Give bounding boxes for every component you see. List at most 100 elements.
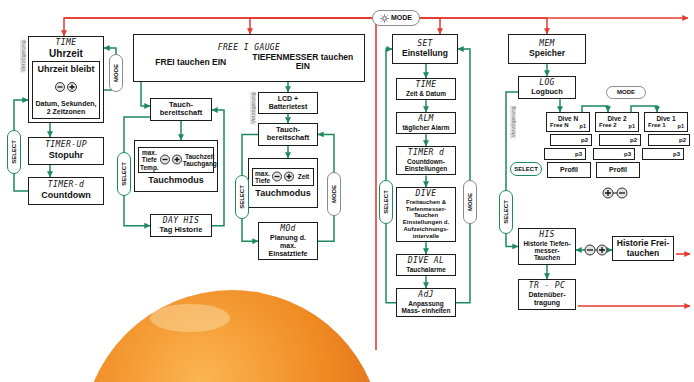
lcd-label: TIME — [32, 39, 100, 48]
node-text: Uhrzeit — [32, 48, 100, 59]
note-label: Verzögerung — [20, 39, 26, 72]
button-oval: SELECT — [235, 175, 249, 219]
page-card: p2 — [648, 134, 690, 146]
node-text: LCD + Batterietest — [262, 95, 314, 111]
button-label: SELECT — [11, 140, 18, 164]
note-label: Verzögerung — [510, 105, 516, 138]
button-pair — [271, 171, 295, 182]
button-oval: SELECT — [379, 180, 393, 224]
button-label: SELECT — [121, 162, 128, 186]
menu-box: TR - PCDatenüber- tragung — [518, 279, 576, 310]
button-pair — [585, 245, 607, 255]
menu-box: TIMER dCountdown- Einstellungen — [396, 146, 456, 175]
menu-box: MEMSpeicher — [508, 34, 586, 64]
minus-button — [160, 155, 169, 164]
button-label: MODE — [391, 14, 412, 22]
minus-sign — [58, 87, 63, 88]
mode-line — [578, 305, 690, 307]
connector-arrow — [287, 146, 289, 158]
node-text: p3 — [646, 151, 680, 158]
plus-button — [285, 172, 294, 181]
connector-arrow — [141, 82, 150, 106]
button-oval: MODE — [109, 54, 123, 92]
minus-button — [617, 188, 627, 198]
node-text: max. Tiefe — [254, 170, 271, 185]
node-text: Anpassung Mass- einheiten — [400, 300, 452, 315]
lcd-label: DIVE — [400, 190, 452, 199]
button-label: SELECT — [514, 166, 538, 173]
text-row: Free Np1 — [550, 122, 586, 129]
node-text: Free 1 — [648, 122, 666, 129]
button-label: SELECT — [503, 200, 510, 224]
node-text: p2 — [554, 137, 588, 144]
plus-button — [597, 245, 607, 255]
node-text: Historie Tiefen- messer- Tauchen — [522, 240, 572, 262]
lcd-label: MEM — [512, 40, 582, 49]
node-text: FREI tauchen EIN — [139, 58, 242, 68]
node-text: Countdown — [32, 190, 100, 200]
page-card: p2 — [599, 134, 641, 146]
menu-box: AdJAnpassung Mass- einheiten — [396, 288, 456, 317]
inner-box: Uhrzeit bleibtDatum, Sekunden, 2 Zeitzon… — [32, 61, 100, 119]
button-label: MODE — [617, 89, 635, 96]
menu-box: DIVE ALTauchalarme — [396, 254, 456, 276]
menu-box: max. Tiefe Temp. Tauchzeit TauchgangTauch… — [134, 140, 218, 192]
button-pair — [54, 75, 78, 99]
minus-button — [56, 83, 65, 92]
menu-box: Tauch- bereitschaft — [150, 98, 212, 121]
plus-sign — [599, 247, 605, 253]
node-text: Dive 1 — [648, 115, 684, 122]
menu-box: TIMER-UPStopuhr — [28, 137, 104, 165]
node-text: Datum, Sekunden, 2 Zeitzonen — [35, 100, 97, 116]
lcd-label: FREE I GAUGE — [137, 44, 361, 53]
node-text: Uhrzeit bleibt — [35, 64, 97, 74]
menu-box: MOdPlanung d. max. Einsatztiefe — [258, 222, 318, 260]
node-text: Tauchzeit Tauchgang — [183, 153, 217, 168]
menu-box: Profil — [596, 162, 640, 178]
orange-illustration — [82, 290, 382, 382]
node-text: Tauchalarme — [400, 266, 452, 273]
menu-box: DIVEFreitauchen & Tiefenmesser- Tauchen … — [396, 187, 456, 242]
node-text: Countdown- Einstellungen — [400, 158, 452, 173]
text-row: Free 1p1 — [648, 122, 684, 129]
node-text: Speicher — [512, 49, 582, 59]
node-text: Free 2 — [599, 122, 617, 129]
node-text: Free N — [550, 122, 569, 129]
minus-sign — [587, 249, 593, 250]
plus-button — [603, 188, 613, 198]
lcd-label: TIME — [400, 81, 452, 90]
button-oval: MODE — [463, 180, 477, 224]
connector-arrow — [425, 276, 427, 288]
button-oval: MODE — [606, 86, 646, 99]
lcd-label: MOd — [262, 225, 314, 234]
button-label: MODE — [331, 185, 338, 203]
node-text: Planung d. max. Einsatztiefe — [262, 234, 314, 257]
mode-icon — [380, 14, 389, 23]
log-card: Dive NFree Np1 — [546, 112, 590, 132]
node-text: Dive N — [550, 115, 586, 122]
log-card: Dive 2Free 2p1 — [595, 112, 639, 132]
sun-rays — [380, 14, 388, 22]
node-text: Profil — [600, 166, 636, 174]
node-text: max. Tiefe Temp. — [140, 149, 159, 171]
node-text: Tauch- bereitschaft — [154, 101, 208, 118]
connector-arrow — [420, 18, 440, 34]
button-oval: SELECT — [499, 190, 513, 234]
node-text: Tag Historie — [154, 226, 208, 234]
plus-sign — [174, 157, 179, 162]
menu-box: Historie Frei- tauchen — [612, 236, 674, 261]
connector-arrow — [420, 18, 547, 34]
button-label: MODE — [113, 64, 120, 82]
plus-button — [172, 155, 181, 164]
node-text: p2 — [603, 137, 637, 144]
lcd-label: LOG — [522, 79, 572, 88]
display-row: max. Tiefe Temp. Tauchzeit Tauchgang — [138, 147, 214, 173]
node-text: täglicher Alarm — [400, 124, 452, 131]
log-card: Dive 1Free 1p1 — [644, 112, 688, 132]
button-oval: SELECT — [7, 130, 21, 174]
menu-box: TIMER-dCountdown — [28, 177, 104, 205]
mode-line — [676, 253, 690, 255]
connector-arrow — [425, 100, 427, 112]
lcd-label: TR - PC — [522, 282, 572, 291]
